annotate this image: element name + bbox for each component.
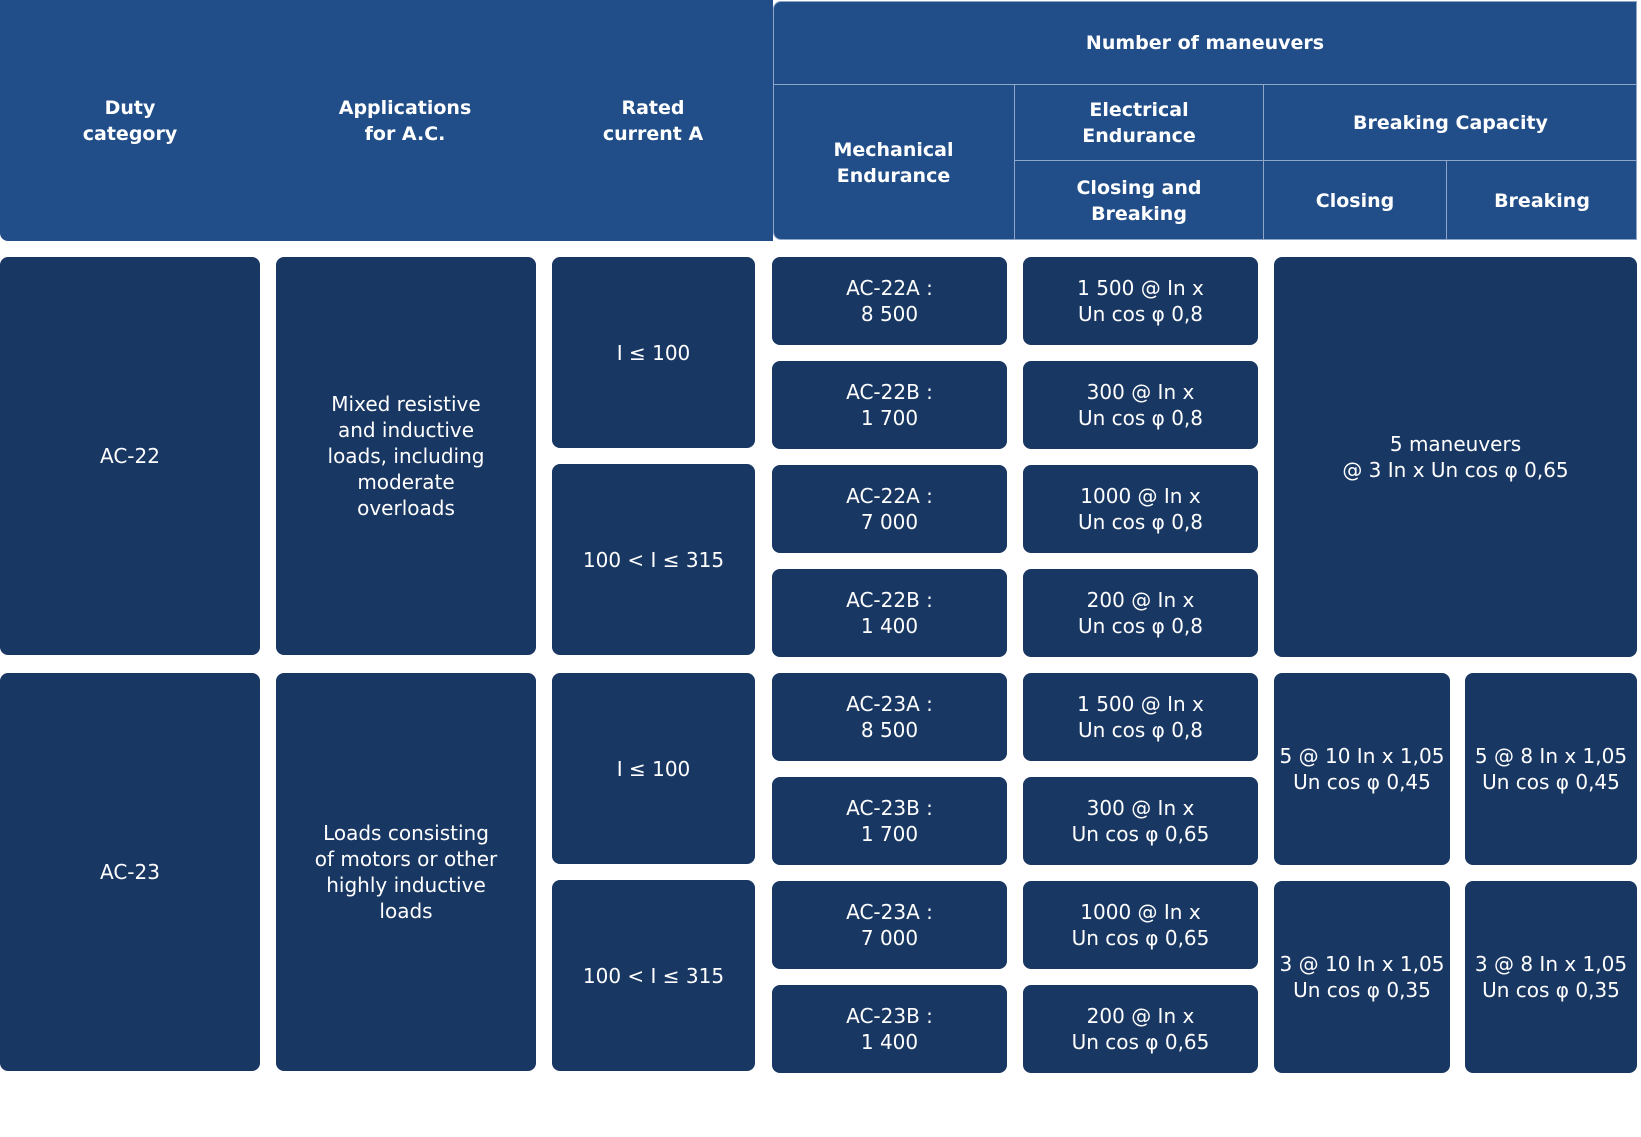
electrical-endurance-cell: 1000 @ In x Un cos φ 0,8: [1023, 465, 1258, 553]
header-breaking-capacity: Breaking Capacity: [1353, 111, 1548, 134]
rated-current-cell: I ≤ 100: [552, 673, 755, 864]
header-applications: Applications for A.C.: [338, 96, 472, 145]
header-divider: [1014, 160, 1637, 161]
electrical-endurance-cell: 200 @ In x Un cos φ 0,8: [1023, 569, 1258, 657]
application-cell: Loads consisting of motors or other high…: [276, 673, 536, 1071]
mechanical-endurance-cell: AC-23A : 7 000: [772, 881, 1007, 969]
header-duty-category: Duty category: [82, 96, 178, 145]
rated-current-cell: 100 < I ≤ 315: [552, 880, 755, 1071]
header-divider: [1446, 161, 1447, 240]
table-header-left: [0, 0, 773, 241]
mechanical-endurance-cell: AC-22B : 1 400: [772, 569, 1007, 657]
header-divider: [1014, 85, 1015, 240]
electrical-endurance-cell: 300 @ In x Un cos φ 0,8: [1023, 361, 1258, 449]
header-breaking: Breaking: [1494, 189, 1590, 212]
header-rated-current: Rated current A: [602, 96, 704, 145]
table-header-maneuvers: [773, 1, 1637, 240]
rated-current-cell: 100 < I ≤ 315: [552, 464, 755, 655]
closing-capacity-cell: 5 @ 10 In x 1,05 Un cos φ 0,45: [1274, 673, 1450, 865]
mechanical-endurance-cell: AC-22B : 1 700: [772, 361, 1007, 449]
electrical-endurance-cell: 300 @ In x Un cos φ 0,65: [1023, 777, 1258, 865]
header-electrical-endurance: Electrical Endurance: [1082, 98, 1196, 147]
duty-category-cell: AC-23: [0, 673, 260, 1071]
mechanical-endurance-cell: AC-23B : 1 400: [772, 985, 1007, 1073]
header-divider: [1263, 85, 1264, 240]
application-cell: Mixed resistive and inductive loads, inc…: [276, 257, 536, 655]
breaking-capacity-cell: 3 @ 8 In x 1,05 Un cos φ 0,35: [1465, 881, 1637, 1073]
mechanical-endurance-cell: AC-22A : 7 000: [772, 465, 1007, 553]
header-number-of-maneuvers: Number of maneuvers: [1085, 31, 1325, 54]
breaking-capacity-cell: 5 @ 8 In x 1,05 Un cos φ 0,45: [1465, 673, 1637, 865]
rated-current-cell: I ≤ 100: [552, 257, 755, 448]
closing-capacity-cell: 3 @ 10 In x 1,05 Un cos φ 0,35: [1274, 881, 1450, 1073]
header-mechanical-endurance: Mechanical Endurance: [833, 138, 954, 187]
mechanical-endurance-cell: AC-23A : 8 500: [772, 673, 1007, 761]
mechanical-endurance-cell: AC-23B : 1 700: [772, 777, 1007, 865]
header-divider: [773, 84, 1637, 85]
header-closing: Closing: [1315, 189, 1395, 212]
electrical-endurance-cell: 1 500 @ In x Un cos φ 0,8: [1023, 673, 1258, 761]
header-closing-and-breaking: Closing and Breaking: [1076, 176, 1202, 225]
electrical-endurance-cell: 1000 @ In x Un cos φ 0,65: [1023, 881, 1258, 969]
electrical-endurance-cell: 1 500 @ In x Un cos φ 0,8: [1023, 257, 1258, 345]
mechanical-endurance-cell: AC-22A : 8 500: [772, 257, 1007, 345]
duty-category-cell: AC-22: [0, 257, 260, 655]
breaking-capacity-cell: 5 maneuvers @ 3 In x Un cos φ 0,65: [1274, 257, 1637, 657]
electrical-endurance-cell: 200 @ In x Un cos φ 0,65: [1023, 985, 1258, 1073]
